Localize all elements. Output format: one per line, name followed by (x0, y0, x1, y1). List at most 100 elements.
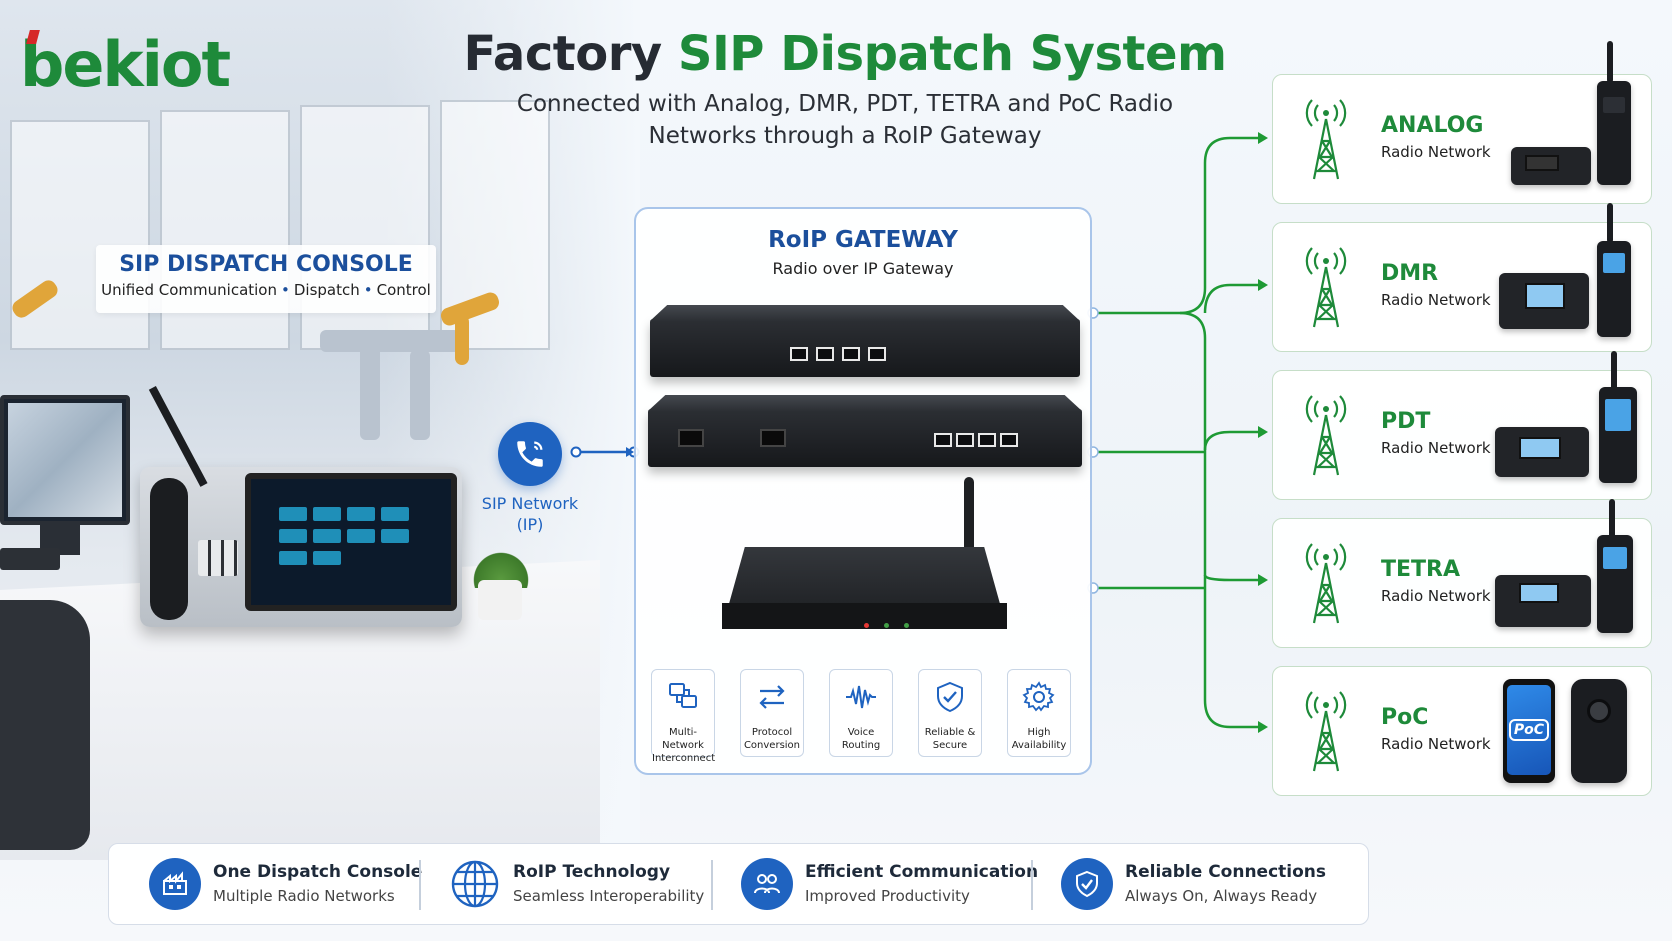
benefit-subtitle: Improved Productivity (805, 887, 970, 905)
network-card-dmr[interactable]: DMR Radio Network (1272, 203, 1652, 352)
ethernet-port (842, 347, 860, 361)
ethernet-port (956, 433, 974, 447)
console-feature: Unified Communication (101, 281, 277, 299)
screen-tile (347, 507, 375, 521)
robot-arm (455, 315, 469, 365)
feature-label-line: Availability (1011, 740, 1067, 751)
handheld-display (1603, 253, 1625, 273)
mobile-radio (1495, 427, 1589, 477)
smartphone-screen: PoC (1507, 685, 1551, 775)
feature-label-line: Routing (841, 740, 881, 751)
sip-network-node[interactable] (498, 422, 562, 486)
factory-window (160, 110, 290, 350)
feature-voice-routing: Voice Routing (829, 669, 893, 757)
console-feature: Dispatch (293, 281, 360, 299)
benefit-subtitle: Seamless Interoperability (513, 887, 705, 905)
handheld-radio (1597, 81, 1631, 185)
screen-tile (279, 551, 307, 565)
feature-label-line: Conversion (743, 740, 801, 751)
radio-tower-icon (1305, 247, 1347, 328)
title-part-green: SIP Dispatch System (677, 26, 1227, 82)
plant-pot (478, 580, 522, 620)
camera-lens (1587, 699, 1611, 723)
feature-reliable-secure: Reliable & Secure (918, 669, 982, 757)
benefit-title: One Dispatch Console (213, 862, 423, 882)
network-type: Radio Network (1381, 291, 1491, 309)
screen-tile (381, 507, 409, 521)
handheld-radio (1597, 241, 1631, 337)
ethernet-port (978, 433, 996, 447)
network-type: Radio Network (1381, 587, 1491, 605)
benefit-title: RoIP Technology (513, 862, 671, 882)
feature-label-line: Multi-Network (662, 727, 704, 751)
divider (711, 860, 713, 910)
shield-check-icon (1061, 858, 1113, 910)
poc-app-label: PoC (1508, 719, 1550, 741)
power-socket (760, 429, 786, 447)
gateway-title: RoIP GATEWAY (768, 227, 958, 253)
mobile-radio (1499, 273, 1589, 329)
network-type: Radio Network (1381, 143, 1491, 161)
screen-tile (313, 551, 341, 565)
keyboard (0, 548, 60, 570)
radio-tower-icon (1305, 691, 1347, 772)
console-keypad (198, 540, 238, 576)
office-chair (0, 600, 90, 850)
screen-tile (279, 529, 307, 543)
sip-network-label: SIP Network (IP) (470, 493, 590, 535)
subtitle-line-2: Networks through a RoIP Gateway (648, 123, 1042, 149)
ethernet-port (868, 347, 886, 361)
feature-label-line: Interconnect (652, 753, 716, 764)
divider (1031, 860, 1033, 910)
handheld-antenna (1607, 203, 1613, 243)
gear-icon (1022, 681, 1055, 712)
feature-label-line: Voice (847, 727, 875, 738)
mobile-radio-display (1519, 583, 1559, 603)
router-antenna (964, 477, 974, 557)
benefits-bar: One Dispatch Console Multiple Radio Netw… (108, 843, 1369, 925)
roip-gateway-panel: RoIP GATEWAY Radio over IP Gateway Multi… (634, 207, 1092, 775)
network-type: Radio Network (1381, 439, 1491, 457)
screen-tile (347, 529, 375, 543)
handheld-radio (1599, 387, 1637, 483)
title-part-dark: Factory (463, 26, 678, 82)
brand-logo[interactable]: bekiot (20, 28, 231, 101)
network-name: PDT (1381, 409, 1431, 434)
feature-multi-network: Multi-Network Interconnect (651, 669, 715, 764)
handheld-antenna (1607, 41, 1613, 83)
handheld-radio (1597, 535, 1633, 633)
feature-label: Multi-Network Interconnect (652, 726, 716, 765)
mobile-radio-display (1525, 283, 1565, 309)
handheld-display (1605, 399, 1631, 431)
gateway-subtitle: Radio over IP Gateway (772, 259, 954, 278)
network-arrowheads (1258, 132, 1268, 733)
sip-label-line-2: (IP) (516, 515, 544, 534)
feature-label-line: High (1027, 727, 1051, 738)
screen-tile (313, 529, 341, 543)
mobile-radio-display (1519, 437, 1561, 459)
poc-smartphone: PoC (1503, 679, 1555, 783)
handheld-display (1603, 97, 1625, 113)
network-card-tetra[interactable]: TETRA Radio Network (1272, 499, 1652, 648)
network-card-poc[interactable]: PoC Radio Network PoC (1272, 666, 1652, 796)
phone-icon (517, 441, 543, 467)
network-links (1093, 136, 1262, 729)
benefit-title: Reliable Connections (1125, 862, 1327, 882)
mobile-radio-display (1525, 155, 1559, 171)
console-feature: Control (376, 281, 431, 299)
network-name: ANALOG (1381, 113, 1484, 138)
benefit-title: Efficient Communication (805, 862, 1039, 882)
console-card-title: SIP DISPATCH CONSOLE (119, 252, 413, 277)
handheld-antenna (1611, 351, 1617, 391)
ethernet-port (934, 433, 952, 447)
sip-dispatch-console-card: SIP DISPATCH CONSOLE Unified Communicati… (96, 245, 436, 313)
screen-tile (381, 529, 409, 543)
gateway-rack-unit-1 (650, 305, 1080, 377)
factory-pipe (360, 340, 380, 440)
network-card-pdt[interactable]: PDT Radio Network (1272, 351, 1652, 500)
factory-console-icon (149, 858, 201, 910)
network-card-analog[interactable]: ANALOG Radio Network (1272, 41, 1652, 204)
feature-label-line: Secure (932, 740, 968, 751)
multi-network-icon (669, 683, 697, 708)
team-icon (741, 858, 793, 910)
